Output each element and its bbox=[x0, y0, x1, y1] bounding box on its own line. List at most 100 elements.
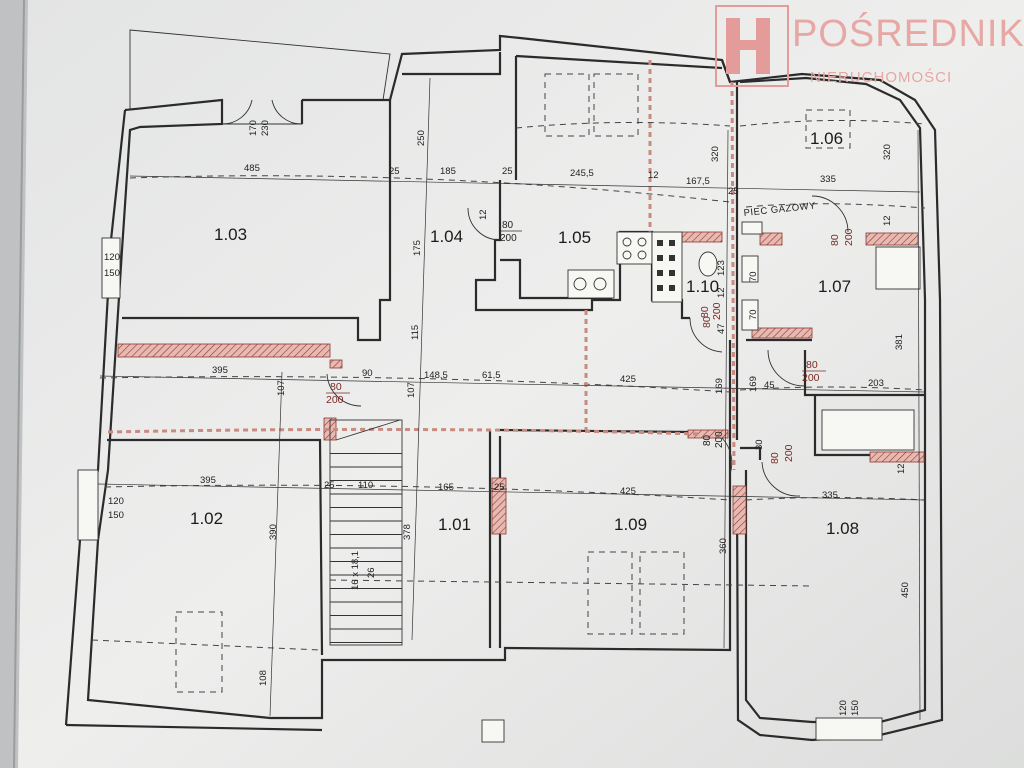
skylights bbox=[175, 73, 851, 693]
dim-185: 185 bbox=[440, 166, 456, 177]
dimension-lines bbox=[97, 77, 926, 721]
dim-115: 115 bbox=[410, 325, 421, 340]
dim-90: 90 bbox=[362, 368, 373, 379]
dim-12-e: 12 bbox=[716, 287, 727, 298]
svg-text:80: 80 bbox=[806, 359, 818, 371]
dim-169-a: 169 bbox=[714, 378, 725, 394]
svg-text:80: 80 bbox=[330, 381, 342, 393]
dim-335-a: 335 bbox=[820, 174, 836, 185]
dim-250: 250 bbox=[416, 130, 427, 146]
svg-text:200: 200 bbox=[711, 302, 723, 320]
logo-mark-bridge bbox=[740, 40, 756, 50]
stairs-depth-note: 26 bbox=[366, 567, 377, 578]
dim-425-a: 425 bbox=[620, 374, 636, 385]
logo-mark-frame bbox=[715, 5, 789, 87]
dim-230: 230 bbox=[260, 120, 271, 136]
dim-107-b: 107 bbox=[406, 382, 417, 398]
dim-61-5: 61,5 bbox=[482, 370, 501, 381]
logo-mark-bar-right bbox=[756, 18, 770, 74]
staircase bbox=[329, 419, 403, 646]
dim-107-a: 107 bbox=[276, 380, 287, 396]
svg-text:80: 80 bbox=[502, 220, 514, 231]
page-edge bbox=[13, 0, 25, 768]
svg-text:80: 80 bbox=[701, 316, 713, 328]
dim-25-d: 25 bbox=[324, 480, 335, 491]
door-label-1-08: 80 200 bbox=[769, 444, 795, 464]
dim-148-5: 148,5 bbox=[424, 370, 448, 381]
dim-165: 165 bbox=[438, 482, 454, 493]
svg-text:200: 200 bbox=[326, 394, 344, 406]
door-label-1-05: 80 bbox=[701, 316, 713, 328]
dim-378: 378 bbox=[402, 524, 413, 540]
dim-108: 108 bbox=[258, 670, 269, 686]
room-label-1-02: 1.02 bbox=[190, 509, 223, 528]
dim-390: 390 bbox=[268, 524, 279, 540]
door-label-1-03: 80 200 bbox=[326, 381, 350, 406]
dim-450: 450 bbox=[900, 582, 911, 598]
dim-25-a: 25 bbox=[389, 166, 400, 177]
dim-45: 45 bbox=[764, 380, 775, 391]
dim-12-d: 12 bbox=[478, 209, 489, 220]
dim-47: 47 bbox=[716, 323, 727, 334]
outer-walls bbox=[64, 34, 944, 742]
svg-text:200: 200 bbox=[783, 444, 795, 462]
room-label-1-06: 1.06 bbox=[810, 129, 843, 148]
dim-110: 110 bbox=[358, 480, 373, 491]
stove-burner bbox=[669, 255, 675, 261]
door-label-1-10: 80 200 bbox=[699, 302, 723, 320]
stove-burner bbox=[657, 285, 663, 291]
dim-425-b: 425 bbox=[620, 486, 636, 497]
svg-text:80: 80 bbox=[699, 306, 711, 318]
logo-brand: POŚREDNIK bbox=[792, 10, 1024, 55]
room-label-1-07: 1.07 bbox=[818, 277, 851, 296]
dim-12-a: 12 bbox=[648, 170, 659, 181]
dim-395-a: 395 bbox=[212, 365, 228, 376]
door-label-hall: 80 200 bbox=[702, 431, 725, 448]
dim-167-5: 167,5 bbox=[686, 176, 710, 187]
stove-burner bbox=[657, 270, 663, 276]
stove-burner bbox=[657, 255, 663, 261]
door-label-1-07: 80 200 bbox=[829, 228, 855, 246]
room-label-1-09: 1.09 bbox=[614, 515, 647, 534]
dim-395-b: 395 bbox=[200, 475, 216, 486]
dim-25-b: 25 bbox=[502, 166, 513, 177]
room-label-1-03: 1.03 bbox=[214, 225, 247, 244]
stove-burner bbox=[669, 285, 675, 291]
dim-320-a: 320 bbox=[710, 146, 721, 162]
dim-175: 175 bbox=[412, 240, 423, 256]
dim-150-a: 150 bbox=[104, 268, 120, 279]
svg-text:200: 200 bbox=[500, 233, 517, 244]
dim-203: 203 bbox=[868, 378, 884, 389]
room-label-1-04: 1.04 bbox=[430, 227, 463, 246]
dim-360: 360 bbox=[718, 538, 729, 554]
svg-text:200: 200 bbox=[843, 228, 855, 246]
svg-text:80: 80 bbox=[702, 434, 713, 446]
kitchen-fixtures bbox=[567, 231, 683, 303]
dim-320-b: 320 bbox=[882, 144, 893, 160]
dim-123: 123 bbox=[716, 260, 727, 276]
agency-logo: POŚREDNIK NIERUCHOMOŚCI bbox=[715, 5, 1024, 87]
dim-70-b: 70 bbox=[748, 309, 759, 320]
room-label-1-08: 1.08 bbox=[826, 519, 859, 538]
svg-text:200: 200 bbox=[802, 372, 820, 384]
logo-subtitle: NIERUCHOMOŚCI bbox=[810, 68, 952, 86]
door-label-1-04: 80 200 bbox=[500, 220, 522, 244]
dim-25-e: 25 bbox=[494, 482, 505, 493]
dim-485: 485 bbox=[244, 163, 260, 174]
stove-burner bbox=[669, 240, 675, 246]
dim-120-c: 120 bbox=[838, 700, 849, 716]
stairs-note: 16 x 18,1 bbox=[350, 551, 361, 590]
door-swings bbox=[77, 99, 883, 743]
dim-169-b: 169 bbox=[748, 376, 759, 392]
bathroom-fixtures bbox=[698, 221, 921, 451]
stove-burner bbox=[669, 270, 675, 276]
dim-30: 30 bbox=[754, 439, 765, 450]
dim-335-b: 335 bbox=[822, 490, 838, 501]
dim-25-c: 25 bbox=[728, 186, 739, 197]
dim-381: 381 bbox=[894, 334, 905, 350]
svg-text:80: 80 bbox=[769, 452, 781, 464]
dim-120-b: 120 bbox=[108, 496, 124, 507]
dim-170: 170 bbox=[248, 120, 259, 136]
